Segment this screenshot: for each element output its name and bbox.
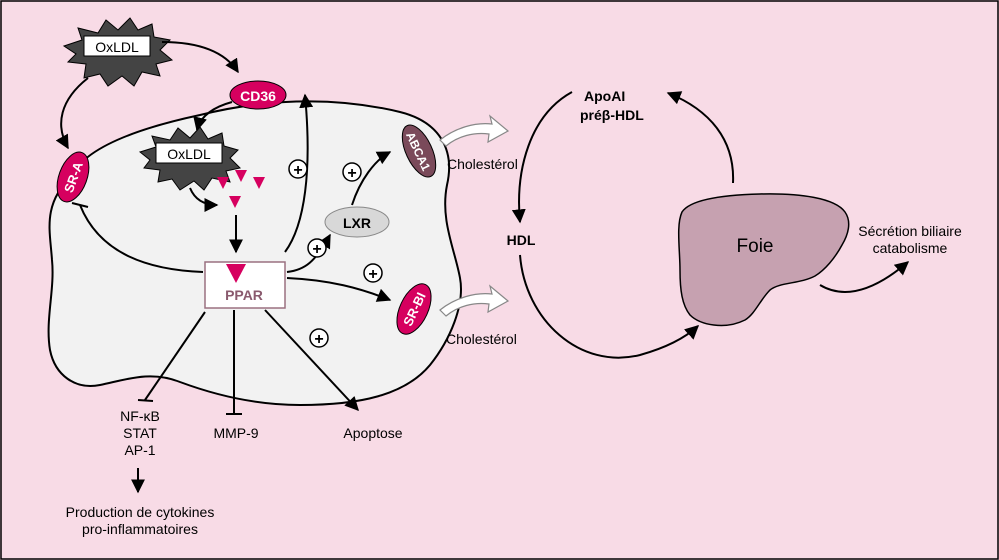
inhibit-sra-bar: [71, 202, 89, 208]
arrow-liver-to-apoai: [666, 91, 735, 184]
arrow-oxldl-to-cd36: [161, 41, 239, 74]
cholesterol-label-bottom: Cholestérol: [446, 331, 517, 347]
plus-sign: +: [347, 165, 356, 182]
oxldl-outer-label: OxLDL: [95, 39, 139, 55]
arrow-oxldl-to-ligand: [189, 187, 219, 212]
arrows: [55, 41, 910, 494]
plus-sign: +: [368, 266, 377, 283]
secretion-label-line1: Sécrétion biliaire: [858, 223, 962, 239]
arrow-apoai-to-hdl: [511, 91, 573, 224]
plus-sign: +: [293, 162, 302, 179]
efflux-arrow-top: [439, 114, 510, 147]
arrow-hdl-to-liver: [519, 254, 700, 359]
sr-a-receptor: SR-A: [56, 151, 90, 203]
ppar-label: PPAR: [225, 287, 263, 303]
apoptose-label: Apoptose: [343, 425, 402, 441]
cd36-receptor: [229, 80, 287, 110]
liver-shape: [677, 193, 850, 327]
arrow-ppar-to-cd36: [284, 93, 314, 253]
production-label-line1: Production de cytokines: [66, 504, 215, 520]
inhibit-ppar-to-sra: [79, 204, 204, 273]
oxldl-inner-label: OxLDL: [167, 146, 211, 162]
secretion-label-line2: catabolisme: [873, 240, 948, 256]
plus-signs: + + + + +: [288, 159, 383, 348]
cd36-label: CD36: [240, 88, 276, 104]
ap1-label: AP-1: [124, 442, 155, 458]
oxldl-outer-box: [83, 35, 151, 57]
plus-sign: +: [314, 331, 323, 348]
stat-label: STAT: [123, 425, 157, 441]
arrow-lxr-to-abca1: [351, 151, 392, 206]
mmp9-label: MMP-9: [213, 425, 258, 441]
apoai-label: ApoAI: [584, 88, 625, 104]
production-label-line2: pro-inflammatoires: [82, 521, 198, 537]
ligand-triangles: [217, 170, 265, 208]
arrow-ppar-to-srbi: [286, 277, 392, 302]
foie-label: Foie: [737, 236, 774, 257]
ppar-ligand-triangle: [226, 264, 246, 283]
plus-sign: +: [312, 241, 321, 258]
nfkb-label: NF-κB: [120, 408, 160, 424]
arrow-cd36-to-oxldl: [193, 101, 233, 132]
arrow-ppar-to-lxr: [286, 233, 331, 273]
arrow-liver-to-secretion: [819, 261, 910, 293]
lxr-node: [324, 206, 390, 238]
inhibit-nfkb-bar: [137, 399, 154, 402]
macrophage-cell: [47, 100, 462, 407]
arrow-oxldl-to-sra: [55, 77, 89, 150]
arrow-ppar-to-apoptose: [264, 309, 359, 412]
ppar-box: [204, 261, 286, 309]
oxldl-inner-box: [155, 142, 223, 164]
inhibition-lines: [71, 202, 242, 415]
efflux-arrow-bottom: [439, 284, 510, 317]
lxr-label: LXR: [343, 215, 371, 231]
hdl-label: HDL: [507, 232, 536, 248]
cholesterol-label-top: Cholestérol: [447, 156, 518, 172]
prebeta-hdl-label: préβ-HDL: [580, 107, 644, 123]
inhibit-ppar-to-nfkb: [144, 311, 206, 401]
